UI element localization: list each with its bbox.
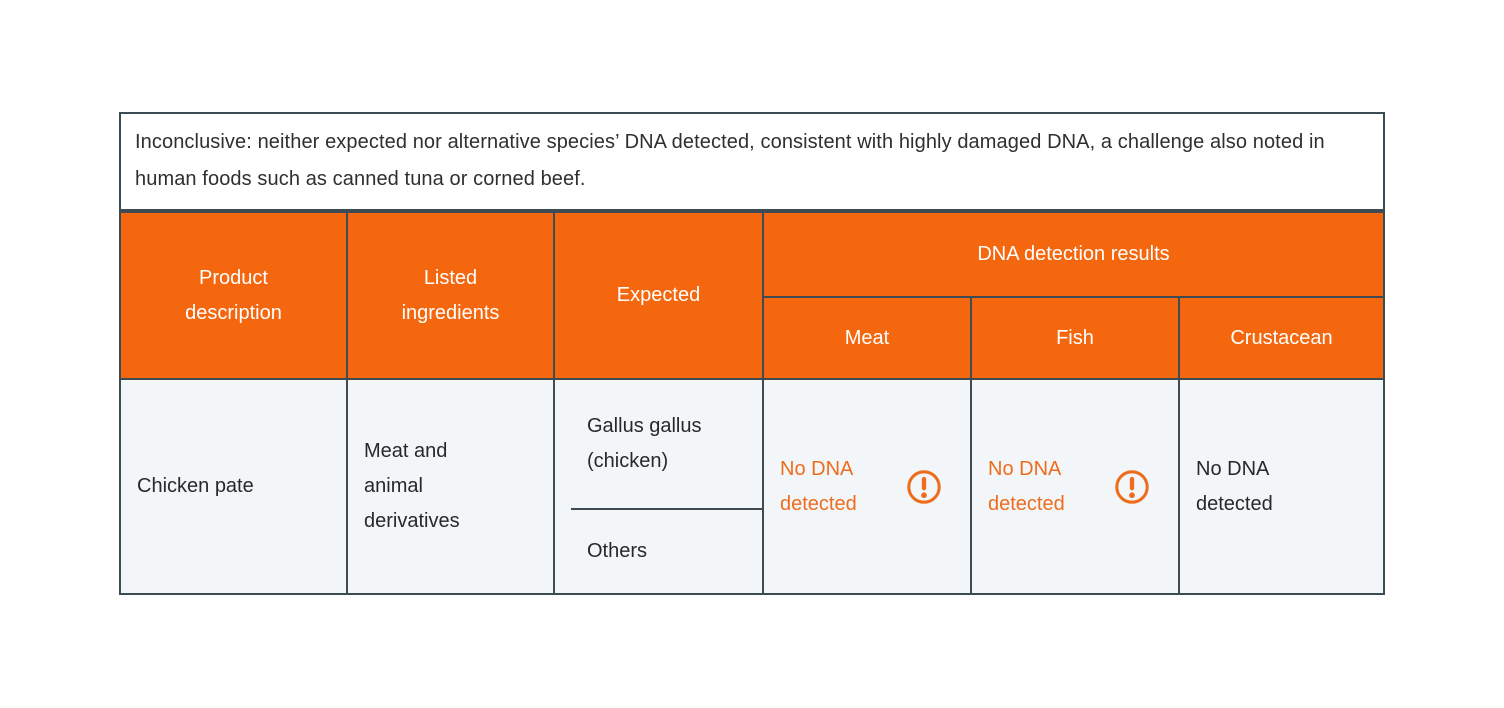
header-listed-ingredients-label: Listed ingredients [401,266,500,324]
expected-secondary-value: Others [587,540,648,562]
note-text: Inconclusive: neither expected nor alter… [135,131,1325,190]
header-crustacean: Crustacean [1180,298,1383,378]
meat-result-value: No DNA detected [780,457,857,515]
header-meat-label: Meat [844,326,890,349]
header-meat: Meat [764,298,970,378]
cell-meat-result: No DNA detected [764,380,970,593]
crustacean-result-value: No DNA detected [1196,457,1273,515]
header-crustacean-label: Crustacean [1230,326,1333,349]
product-description-value: Chicken pate [137,475,254,497]
header-listed-ingredients: Listed ingredients [348,213,553,378]
cell-fish-result: No DNA detected [972,380,1178,593]
listed-ingredients-value: Meat and animal derivatives [364,440,460,532]
cell-crustacean-result: No DNA detected [1180,380,1383,593]
header-dna-detection-results: DNA detection results [764,213,1383,296]
header-fish-label: Fish [1056,326,1094,349]
expected-cell-divider [571,508,762,510]
expected-primary-value: Gallus gallus (chicken) [587,415,702,472]
header-product-description-label: Product description [185,266,282,324]
cell-product-description: Chicken pate [121,380,346,593]
header-dna-detection-results-label: DNA detection results [977,243,1170,265]
fish-result-value: No DNA detected [988,457,1065,515]
cell-expected-secondary: Others [571,510,762,593]
report-figure: Inconclusive: neither expected nor alter… [119,112,1385,595]
cell-listed-ingredients: Meat and animal derivatives [348,380,553,593]
inconclusive-note: Inconclusive: neither expected nor alter… [119,112,1385,211]
header-product-description: Product description [121,213,346,378]
dna-results-table: Product description Listed ingredients E… [119,211,1385,595]
header-expected: Expected [555,213,762,378]
warning-icon [907,469,941,504]
cell-expected-primary: Gallus gallus (chicken) [571,380,762,508]
warning-icon [1115,469,1149,504]
header-fish: Fish [972,298,1178,378]
cell-expected: Gallus gallus (chicken) Others [555,380,762,593]
header-expected-label: Expected [616,284,701,306]
